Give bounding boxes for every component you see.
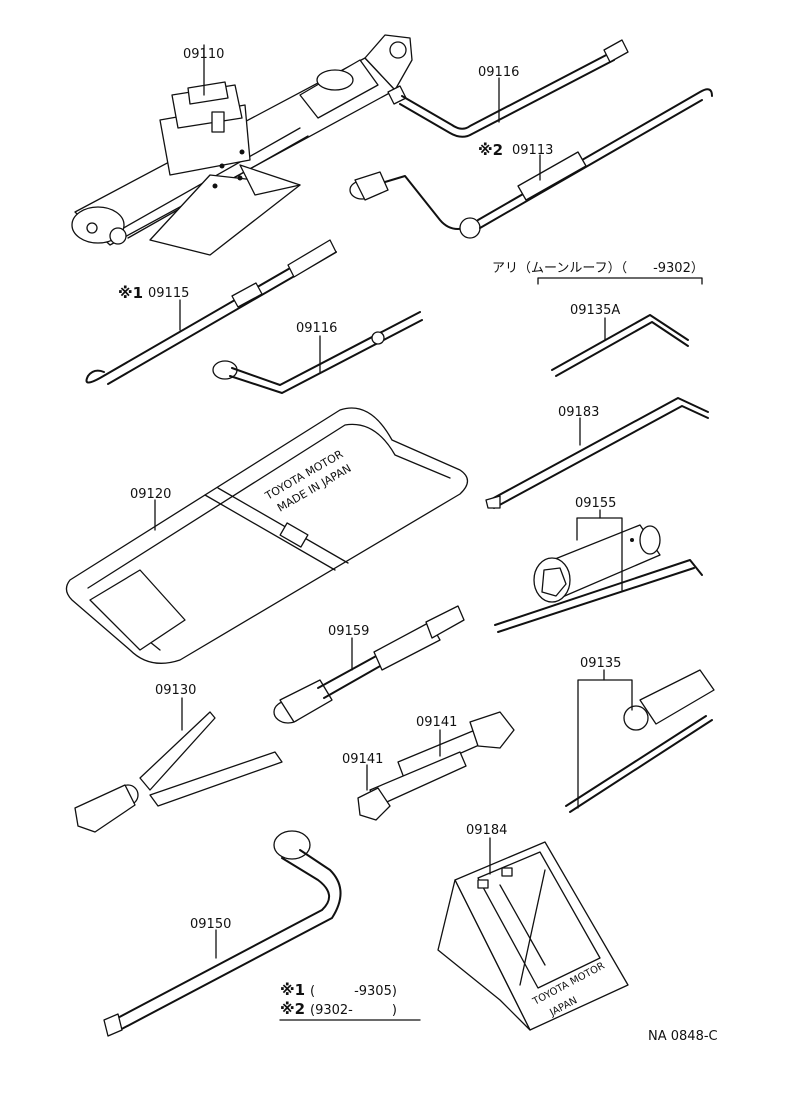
label-plug-wrench-set: 09155 bbox=[575, 496, 616, 511]
legend-line2-mark: ※2 bbox=[280, 1000, 305, 1018]
label-lug-wrench: 09150 bbox=[190, 917, 231, 932]
label-lever: 09183 bbox=[558, 405, 599, 420]
label-extension-bar: 09159 bbox=[328, 624, 369, 639]
plug-wrench-set-illustration bbox=[494, 509, 703, 633]
pliers-illustration bbox=[74, 697, 283, 833]
extension-bar-illustration bbox=[273, 605, 465, 724]
lug-wrench-illustration bbox=[103, 830, 342, 1037]
label-wrench-lower: 09141 bbox=[342, 752, 383, 767]
tool-bag-illustration bbox=[65, 407, 469, 664]
wheel-chock-illustration bbox=[437, 837, 629, 1031]
moonroof-bracket bbox=[537, 277, 703, 285]
handle-lower-illustration bbox=[212, 311, 423, 394]
label-handle-upper: 09116 bbox=[478, 65, 519, 80]
label-wheel-chock: 09184 bbox=[466, 823, 507, 838]
pin-wrench-illustration bbox=[551, 314, 689, 377]
label-jack: 09110 bbox=[183, 47, 224, 62]
handle-upper-illustration bbox=[387, 39, 629, 138]
wrench-lower-illustration bbox=[357, 751, 467, 821]
hook-rod-illustration bbox=[85, 239, 337, 385]
label-screwdriver-set: 09135 bbox=[580, 656, 621, 671]
label-pin-wrench: 09135A bbox=[570, 303, 620, 318]
label-handle-lower: 09116 bbox=[296, 321, 337, 336]
wrench-upper-illustration bbox=[397, 711, 515, 779]
jack-handle-illustration bbox=[349, 88, 713, 239]
legend-line2-text: (9302- ) bbox=[310, 1003, 397, 1018]
legend-line1-mark: ※1 bbox=[280, 981, 305, 999]
label-hook-rod: 09115 bbox=[148, 286, 189, 301]
label-jack-handle-mark: ※2 bbox=[478, 141, 503, 159]
jack-illustration bbox=[71, 34, 413, 256]
label-pliers: 09130 bbox=[155, 683, 196, 698]
legend-line1-text: ( -9305) bbox=[310, 984, 397, 999]
lever-illustration bbox=[485, 397, 709, 509]
label-tool-bag: 09120 bbox=[130, 487, 171, 502]
label-wrench-upper: 09141 bbox=[416, 715, 457, 730]
diagram-id: NA 0848-C bbox=[648, 1029, 718, 1044]
label-jack-handle: 09113 bbox=[512, 143, 553, 158]
moonroof-note: アリ（ムーンルーフ）（ -9302） bbox=[492, 261, 704, 276]
screwdriver-set-illustration bbox=[565, 669, 715, 813]
label-hook-rod-mark: ※1 bbox=[118, 284, 143, 302]
